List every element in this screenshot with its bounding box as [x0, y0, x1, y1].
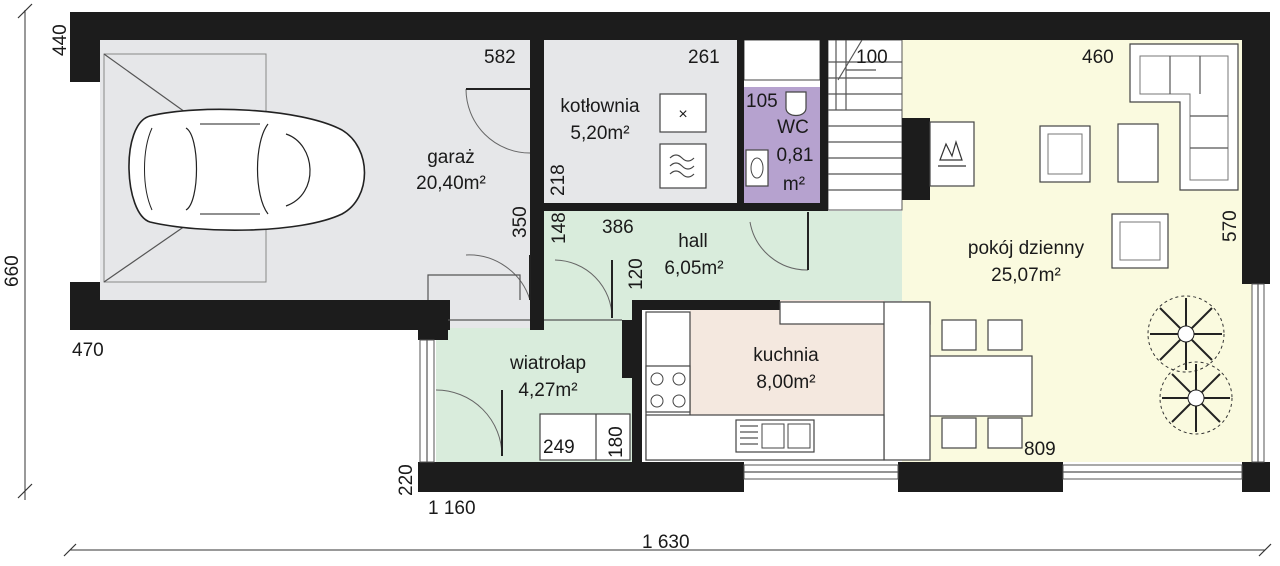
car-icon: [103, 53, 366, 283]
wc-area-b: m²: [783, 174, 805, 195]
stove-icon: [645, 365, 691, 413]
dining-table: [927, 319, 1033, 449]
dimension-label: 440: [50, 24, 71, 56]
sink-icon: [745, 149, 769, 187]
walls: [70, 12, 1270, 492]
living-room-name: pokój dzienny: [968, 238, 1085, 259]
wc-area-a: 0,81: [777, 145, 814, 166]
dimension-label: 148: [549, 212, 570, 244]
dimension-label: 261: [688, 47, 720, 68]
dimension-label: 180: [606, 426, 627, 458]
wardrobe: [539, 413, 631, 461]
kitchen-sink-icon: [735, 419, 815, 453]
sofa: [1129, 43, 1239, 191]
vestibule-area: 4,27m²: [518, 380, 577, 401]
dimension-label: 582: [484, 47, 516, 68]
dimension-label: 249: [543, 437, 575, 458]
dimension-label: 218: [548, 164, 569, 196]
dimension-label: 100: [856, 47, 888, 68]
dimension-label: 120: [626, 258, 647, 290]
svg-text:×: ×: [678, 106, 687, 123]
plant-icon: [1159, 361, 1233, 435]
dimension-label: 570: [1220, 210, 1241, 242]
coffee-table: [1117, 123, 1159, 183]
plant-icon: [1147, 295, 1225, 373]
shaft: [743, 39, 821, 81]
living-room-area: 25,07m²: [991, 265, 1061, 286]
hall-floor-lower: [544, 300, 632, 328]
dimension-label: 350: [510, 206, 531, 238]
boiler-area: 5,20m²: [570, 123, 629, 144]
boiler-name: kotłownia: [560, 96, 640, 117]
dimension-label: 220: [396, 464, 417, 496]
garage-name: garaż: [427, 147, 475, 168]
armchair: [1111, 213, 1169, 269]
kitchen-name: kuchnia: [753, 345, 819, 366]
armchair: [1039, 125, 1091, 183]
kitchen-area: 8,00m²: [756, 372, 815, 393]
toilet-icon: [785, 91, 807, 117]
dimension-label: 470: [72, 340, 104, 361]
dimension-label: 105: [746, 91, 778, 112]
hall-floor: [544, 211, 902, 301]
dimension-label: 1 160: [428, 498, 476, 519]
wc-name: WC: [777, 117, 809, 138]
dimension-lines: [17, 3, 1272, 557]
boiler-icon: ×: [659, 93, 707, 133]
living-room-floor-east: [1242, 284, 1252, 462]
dimension-label: 660: [2, 255, 23, 287]
windows: [419, 283, 1265, 480]
fireplace-icon: [929, 121, 975, 187]
heater-icon: [659, 143, 707, 189]
dimension-label: 809: [1024, 439, 1056, 460]
garage-area: 20,40m²: [416, 173, 486, 194]
hall-name: hall: [678, 231, 708, 252]
dimension-label: 1 630: [642, 532, 690, 553]
vestibule-name: wiatrołap: [509, 353, 586, 374]
dimension-label: 386: [602, 217, 634, 238]
doors: [427, 88, 809, 457]
hall-area: 6,05m²: [664, 258, 723, 279]
dimension-label: 460: [1082, 47, 1114, 68]
